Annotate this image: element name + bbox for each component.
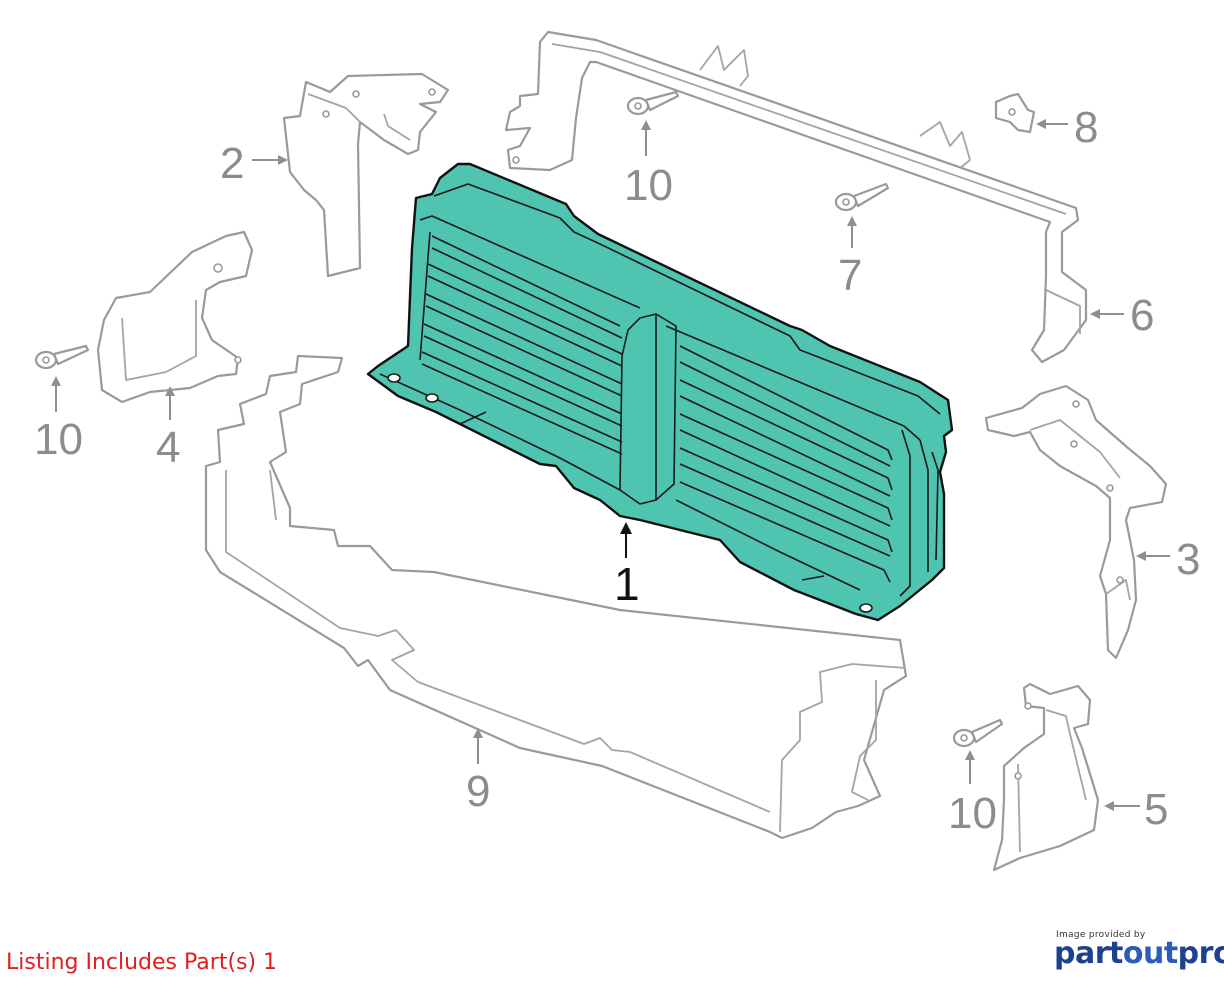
- part-2-bracket: [282, 72, 450, 278]
- part-9-lower-support: [204, 354, 908, 840]
- callout-5: 5: [1144, 785, 1168, 834]
- callout-10-upper: 10: [624, 161, 673, 210]
- part-1-grille-shutter: [366, 162, 954, 622]
- image-credit: Image provided by: [1056, 930, 1146, 940]
- fastener-10-upper: [626, 90, 680, 116]
- callout-1: 1: [614, 558, 640, 610]
- part-3-bracket: [984, 384, 1168, 660]
- callout-8: 8: [1074, 103, 1098, 152]
- callout-4: 4: [156, 423, 180, 472]
- part-4-deflector: [96, 230, 254, 404]
- part-5-deflector: [992, 682, 1100, 872]
- brand-pro: pro: [1177, 936, 1224, 971]
- callout-3: 3: [1176, 535, 1200, 584]
- callout-10-left: 10: [34, 415, 83, 464]
- part-6-upper-support: [504, 30, 1088, 364]
- partoutpro-logo: partoutpro: [1054, 936, 1224, 971]
- brand-part: part: [1054, 936, 1123, 971]
- listing-note: Listing Includes Part(s) 1: [6, 950, 278, 975]
- fastener-7: [834, 182, 890, 212]
- fastener-10-lower: [952, 718, 1004, 748]
- callout-7: 7: [838, 251, 862, 300]
- part-8-bracket: [994, 92, 1036, 134]
- leader-lines: [51, 119, 1170, 811]
- callout-9: 9: [466, 767, 490, 816]
- callout-6: 6: [1130, 291, 1154, 340]
- callout-2: 2: [220, 139, 244, 188]
- brand-out: out: [1122, 936, 1178, 971]
- callout-10-lower: 10: [948, 789, 997, 838]
- fastener-10-left: [34, 344, 90, 370]
